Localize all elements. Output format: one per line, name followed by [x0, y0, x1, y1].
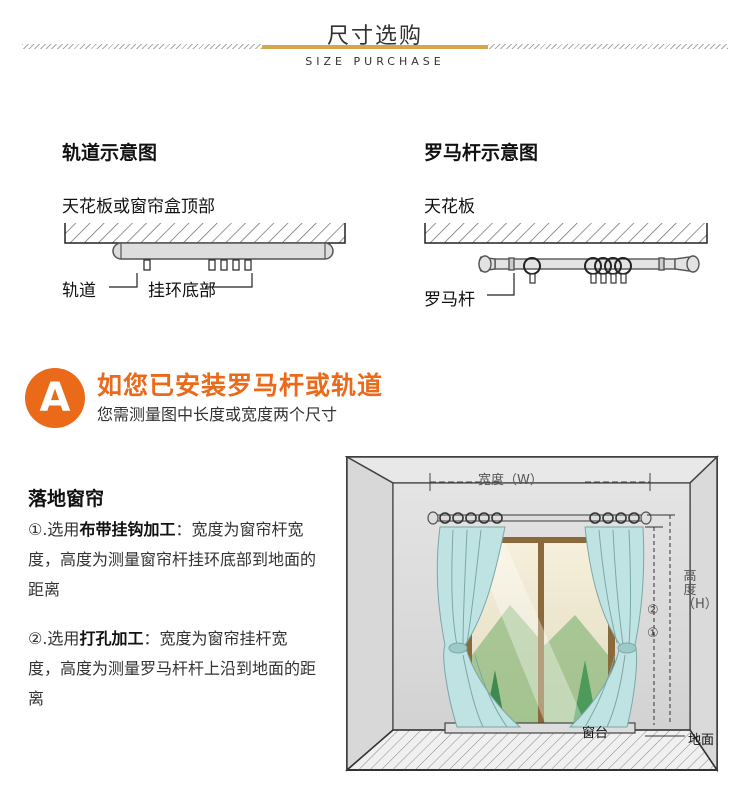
- curtain-right: [568, 526, 645, 728]
- track-leader-lines: [109, 273, 253, 288]
- window-rod-rings: [439, 512, 640, 524]
- page-title: 尺寸选购: [326, 24, 423, 49]
- track-diagram: [64, 223, 346, 288]
- rod-label: 罗马杆: [424, 290, 475, 310]
- window-illustration: [345, 455, 719, 773]
- header-accent-bar: [262, 45, 488, 49]
- recess-left-wall: [346, 455, 394, 772]
- height-label: 高度（H）: [682, 569, 718, 612]
- track-hooks: [143, 259, 252, 271]
- sill-label: 窗台: [582, 726, 609, 741]
- rod-clips: [529, 273, 627, 284]
- width-label: 宽度（W）: [478, 473, 543, 488]
- option-1-method: 布带挂钩加工: [79, 520, 176, 539]
- track-label: 轨道: [62, 281, 96, 301]
- header-divider-left: [22, 44, 262, 49]
- curtain-left: [436, 526, 522, 728]
- section-a-badge: A: [25, 368, 85, 428]
- floor-label: 地面: [688, 733, 715, 748]
- rod-leader-line: [487, 273, 515, 296]
- marker-2: ②: [647, 603, 659, 618]
- section-a-subtitle: 您需测量图中长度或宽度两个尺寸: [97, 405, 338, 424]
- floor-curtain-title: 落地窗帘: [28, 488, 105, 510]
- ceiling-shape: [64, 223, 346, 244]
- marker-1: ①: [647, 626, 659, 641]
- section-a-title: 如您已安装罗马杆或轨道: [97, 371, 384, 400]
- ring-bottom-label: 挂环底部: [148, 281, 216, 301]
- option-2-method: 打孔加工: [79, 629, 144, 648]
- recess-right-wall: [689, 455, 718, 773]
- ceiling-shape: [424, 223, 708, 244]
- window-sill: [444, 722, 636, 734]
- track-bar: [112, 242, 334, 260]
- rod-diagram: [424, 223, 708, 296]
- rod-ceiling-label: 天花板: [424, 197, 475, 217]
- track-ceiling-label: 天花板或窗帘盒顶部: [62, 197, 215, 217]
- page-subtitle: SIZE PURCHASE: [305, 55, 445, 68]
- rod-diagram-title: 罗马杆示意图: [424, 142, 539, 164]
- header-divider-right: [488, 44, 728, 49]
- track-diagram-title: 轨道示意图: [62, 142, 158, 164]
- option-1-text: ①.选用布带挂钩加工：宽度为窗帘杆宽度，高度为测量窗帘杆挂环底部到地面的距离: [28, 520, 317, 599]
- height-dimension: [645, 514, 685, 737]
- option-2-text: ②.选用打孔加工：宽度为窗帘挂杆宽度，高度为测量罗马杆杆上沿到地面的距离: [28, 629, 317, 708]
- width-dimension: [429, 473, 651, 491]
